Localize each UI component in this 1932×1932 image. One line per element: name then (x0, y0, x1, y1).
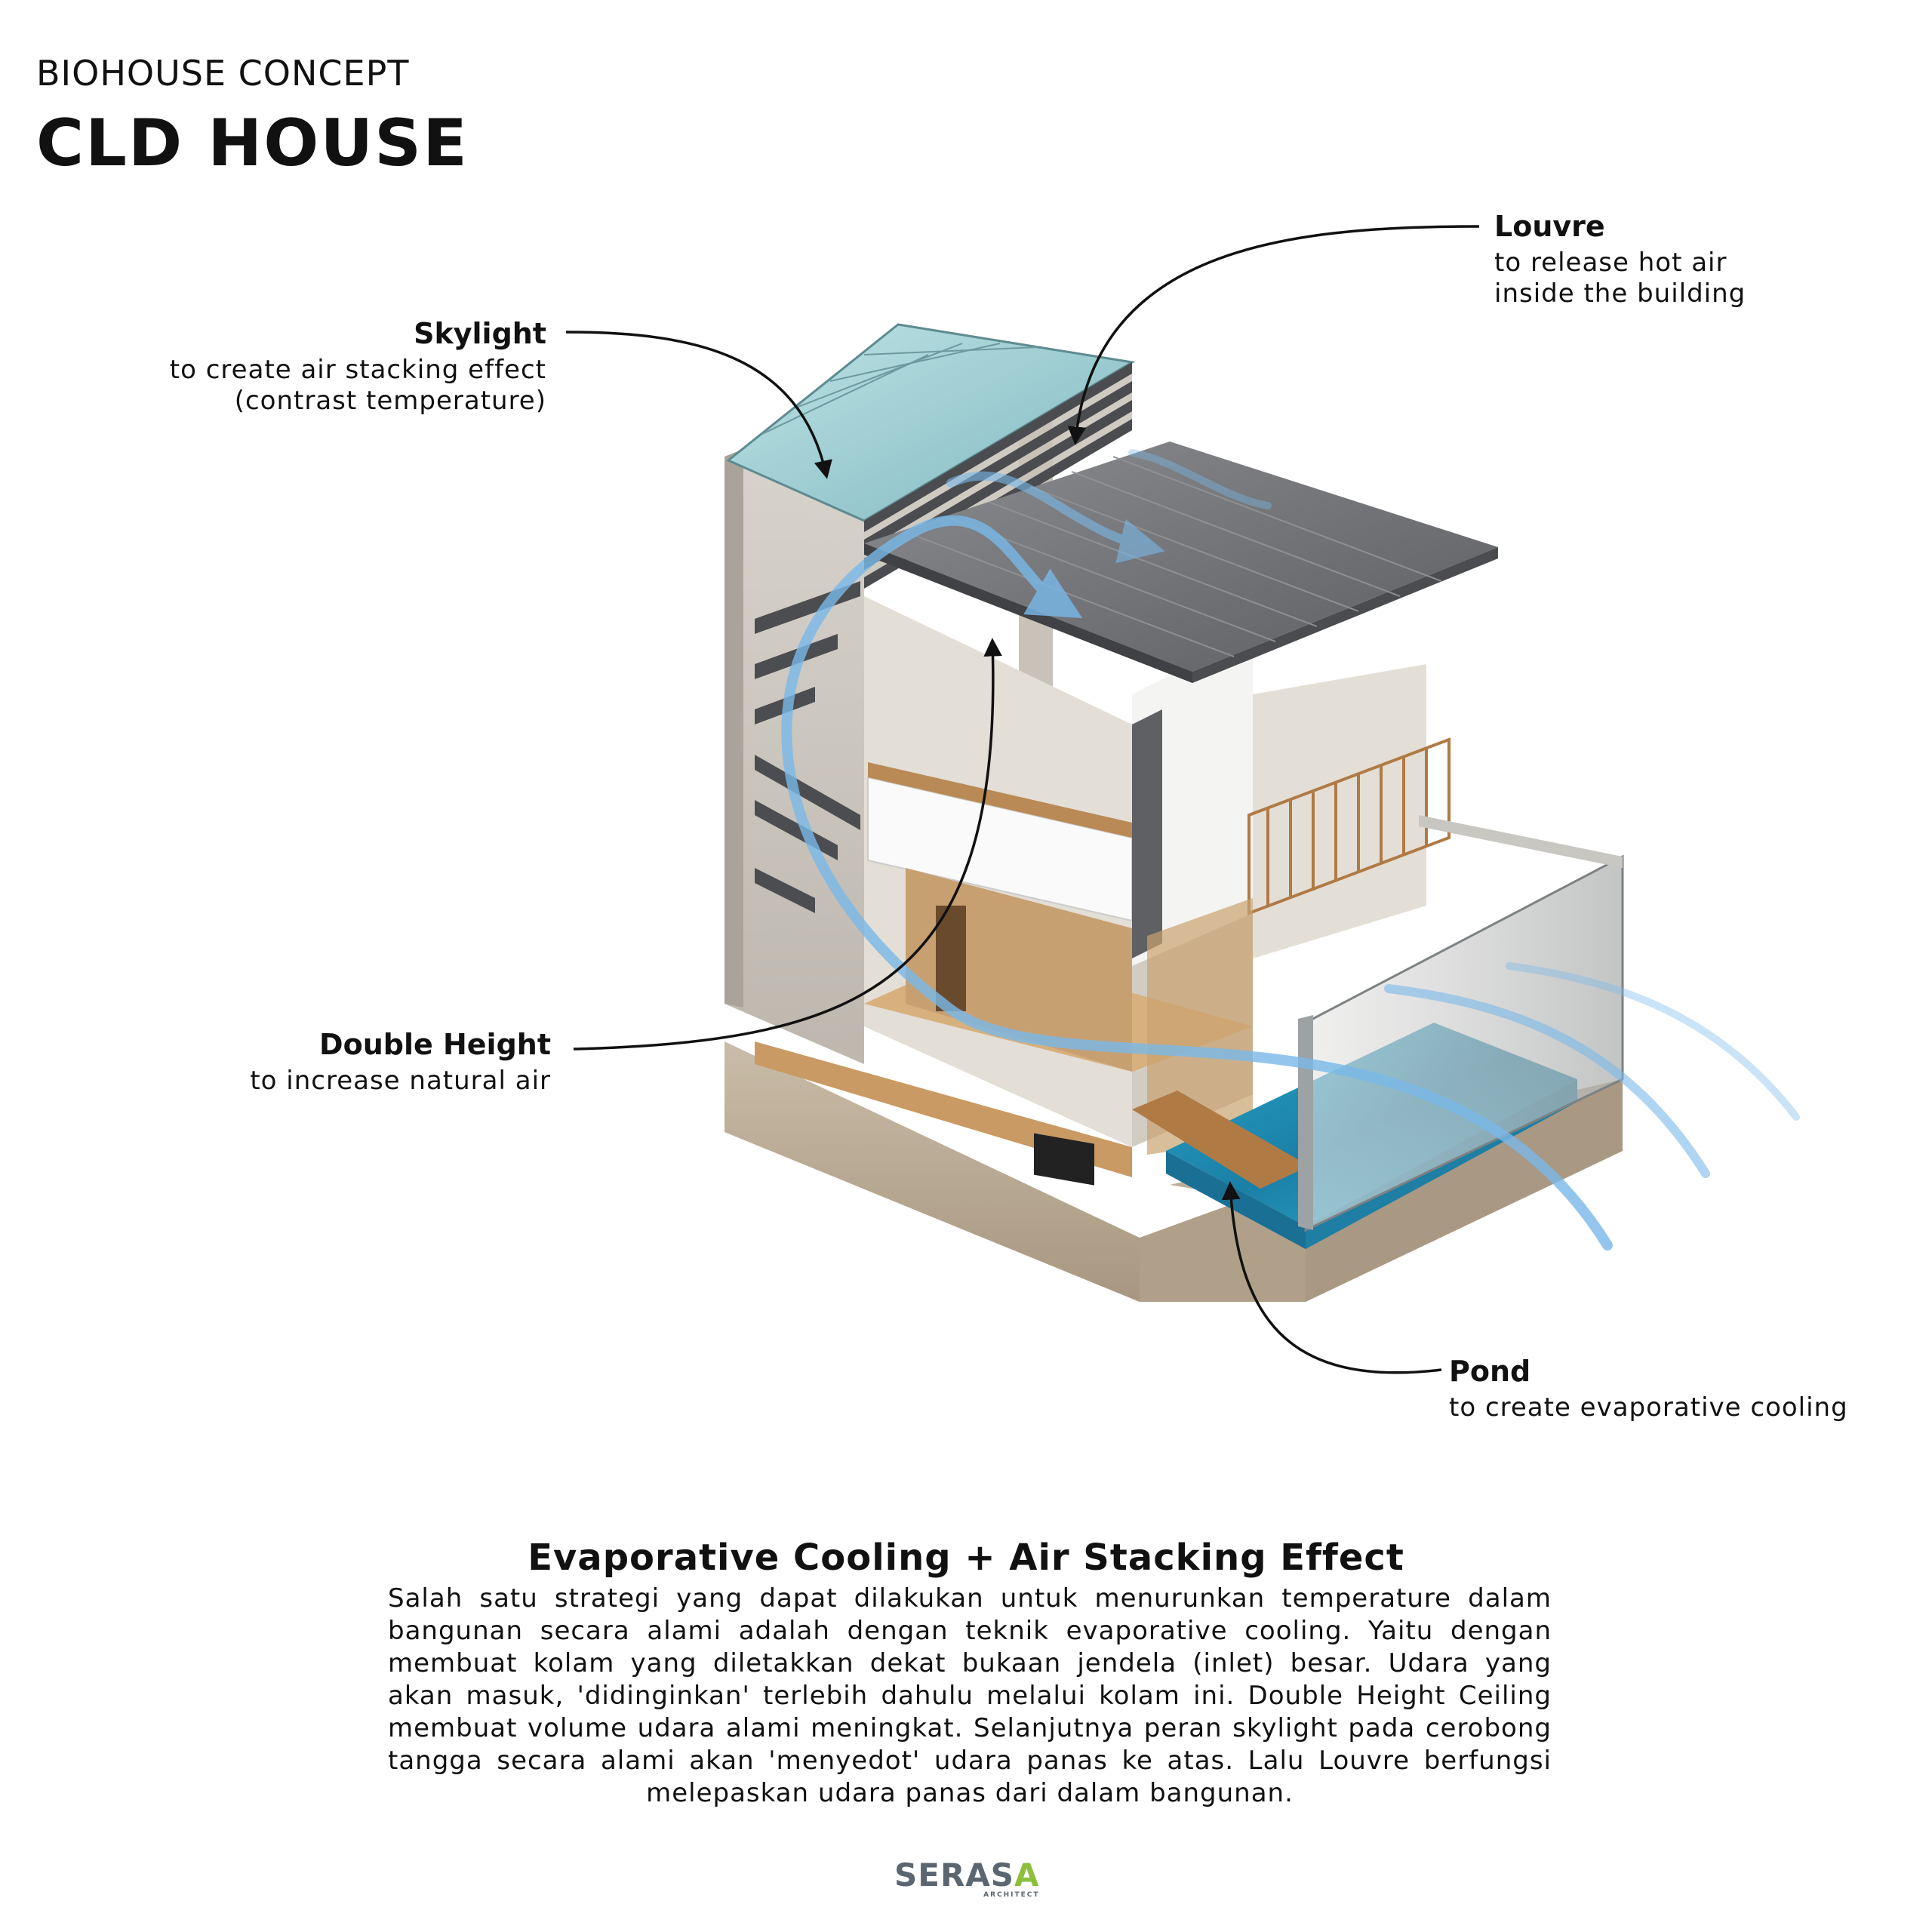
pond-annotation: Pond to create evaporative cooling (1449, 1355, 1848, 1423)
logo-subtext: ARCHITECT (983, 1891, 1040, 1899)
section-body: Salah satu strategi yang dapat dilakukan… (388, 1583, 1552, 1808)
stair-tower (724, 323, 1136, 1064)
skylight-annotation: Skylight to create air stacking effect (… (170, 317, 546, 417)
pond-leader (1221, 1181, 1442, 1374)
skylight-leader (565, 331, 832, 479)
annotation-leaders (565, 225, 1480, 1374)
page-title: CLD HOUSE (36, 106, 469, 181)
skylight-label: Skylight (414, 317, 546, 350)
logo-text: SERAS (894, 1857, 1015, 1894)
pond-label: Pond (1449, 1355, 1531, 1388)
louvre-leader (1067, 225, 1480, 445)
louvre-desc-line: inside the building (1494, 278, 1746, 309)
louvre-label: Louvre (1494, 210, 1605, 243)
logo-accent-letter: A (1014, 1857, 1040, 1894)
balcony (1147, 664, 1451, 1155)
louvre-desc-line: to release hot air (1494, 248, 1727, 278)
concept-subtitle: BIOHOUSE CONCEPT (36, 53, 410, 94)
brand-logo: SERASA ARCHITECT (894, 1857, 1040, 1899)
double-height-label: Double Height (319, 1028, 551, 1061)
double-height-leader (573, 638, 1002, 1051)
skylight-desc-line: to create air stacking effect (169, 355, 546, 385)
airflow-arrows (781, 449, 1800, 1251)
section-heading: Evaporative Cooling + Air Stacking Effec… (528, 1537, 1404, 1579)
louvre-annotation: Louvre to release hot air inside the bui… (1494, 210, 1746, 309)
double-height-desc-line: to increase natural air (250, 1066, 551, 1096)
pond-desc-line: to create evaporative cooling (1449, 1392, 1848, 1423)
skylight-desc-line: (contrast temperature) (234, 386, 546, 416)
double-height-annotation: Double Height to increase natural air (250, 1028, 551, 1097)
